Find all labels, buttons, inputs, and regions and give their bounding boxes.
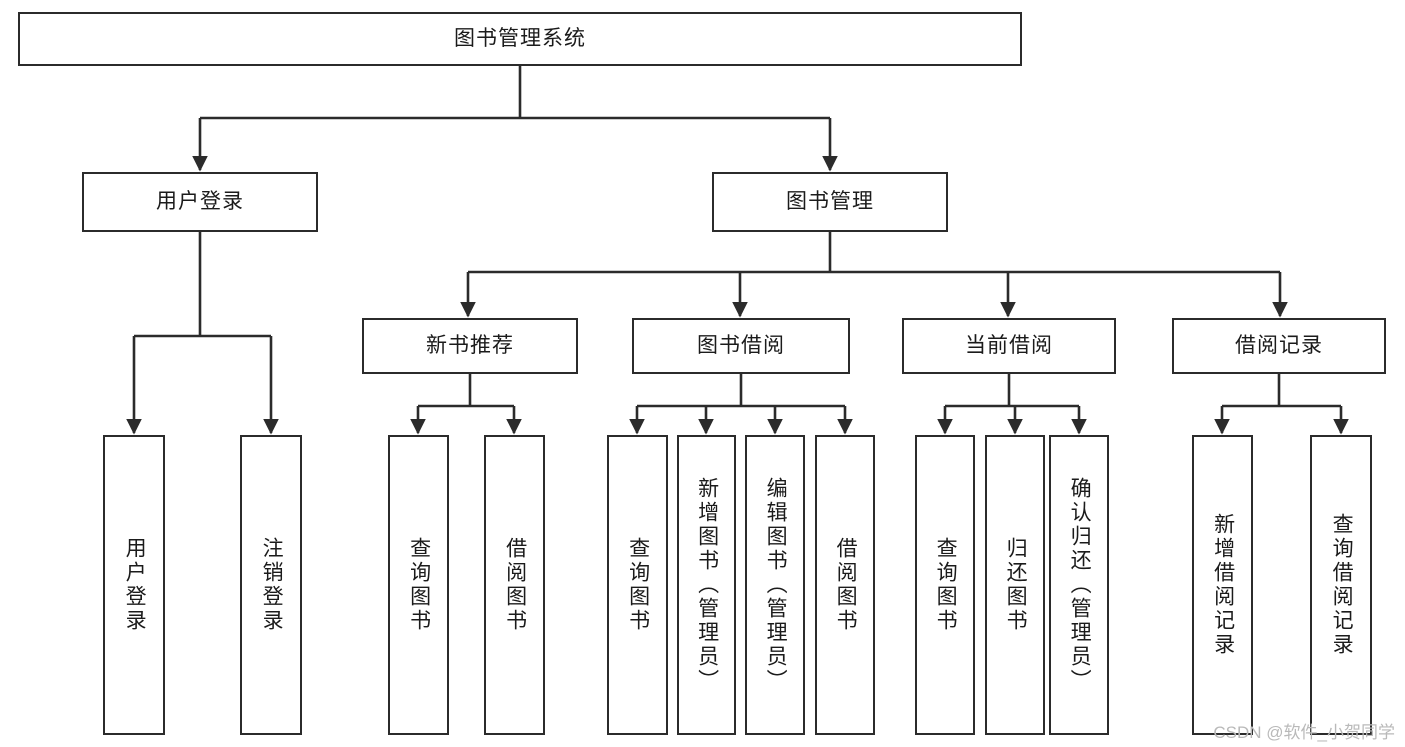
node-label: 用户登录 [156,190,244,214]
node-label: 新增图书（管理员） [695,477,719,693]
node-level2-0[interactable]: 用户登录 [82,172,318,232]
node-level2-1[interactable]: 图书管理 [712,172,948,232]
node-leaf-10[interactable]: 确认归还（管理员） [1049,435,1109,735]
node-label: 用户登录 [123,537,147,633]
node-label: 图书借阅 [697,334,785,358]
node-leaf-6[interactable]: 编辑图书（管理员） [745,435,805,735]
node-label: 注销登录 [260,537,284,633]
csdn-watermark: CSDN @软件_小贺同学 [1213,723,1395,742]
node-label: 查询借阅记录 [1330,513,1354,657]
node-leaf-2[interactable]: 查询图书 [388,435,449,735]
node-label: 归还图书 [1004,537,1028,633]
node-label: 查询图书 [407,537,431,633]
node-label: 查询图书 [934,537,958,633]
node-label: 借阅图书 [834,537,858,633]
node-label: 新书推荐 [426,334,514,358]
node-leaf-11[interactable]: 新增借阅记录 [1192,435,1253,735]
node-label: 图书管理系统 [454,27,586,51]
node-leaf-5[interactable]: 新增图书（管理员） [677,435,736,735]
node-root-图书管理系统[interactable]: 图书管理系统 [18,12,1022,66]
node-leaf-0[interactable]: 用户登录 [103,435,165,735]
node-level3-0[interactable]: 新书推荐 [362,318,578,374]
node-label: 借阅图书 [503,537,527,633]
node-label: 新增借阅记录 [1211,513,1235,657]
node-label: 编辑图书（管理员） [764,477,788,693]
node-level3-2[interactable]: 当前借阅 [902,318,1116,374]
node-label: 确认归还（管理员） [1068,477,1092,693]
node-leaf-8[interactable]: 查询图书 [915,435,975,735]
node-label: 查询图书 [626,537,650,633]
node-level3-1[interactable]: 图书借阅 [632,318,850,374]
node-leaf-9[interactable]: 归还图书 [985,435,1045,735]
node-label: 当前借阅 [965,334,1053,358]
node-level3-3[interactable]: 借阅记录 [1172,318,1386,374]
node-label: 借阅记录 [1235,334,1323,358]
node-leaf-7[interactable]: 借阅图书 [815,435,875,735]
node-leaf-12[interactable]: 查询借阅记录 [1310,435,1372,735]
node-leaf-3[interactable]: 借阅图书 [484,435,545,735]
node-leaf-1[interactable]: 注销登录 [240,435,302,735]
node-label: 图书管理 [786,190,874,214]
node-leaf-4[interactable]: 查询图书 [607,435,668,735]
